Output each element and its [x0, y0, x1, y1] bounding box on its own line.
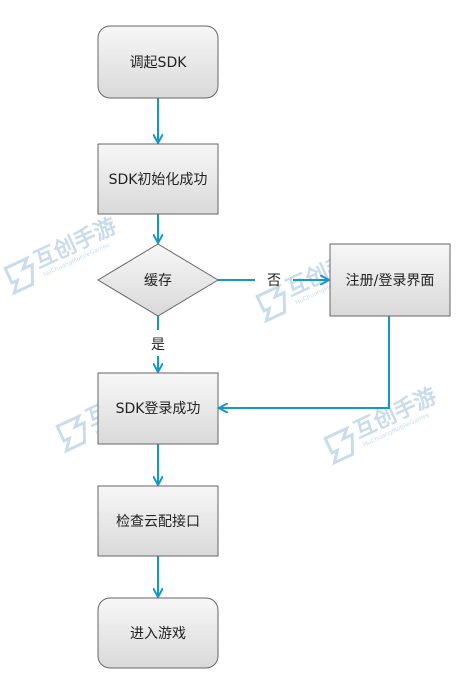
node-check-label: 检查云配接口: [116, 513, 200, 530]
node-start: 调起SDK: [97, 25, 219, 99]
node-register: 注册/登录界面: [329, 243, 451, 317]
node-check: 检查云配接口: [97, 485, 219, 557]
node-enter-label: 进入游戏: [130, 626, 186, 642]
watermark-logo-icon: [55, 413, 87, 454]
node-init: SDK初始化成功: [97, 143, 219, 215]
edge-label-no: 否: [267, 273, 281, 289]
edge-register-to-login: [220, 316, 390, 408]
watermark-bottom-right: 互创手游 HuChuangMobileGames: [323, 383, 441, 466]
node-register-label: 注册/登录界面: [346, 273, 435, 289]
node-cache-decision: 缓存: [97, 243, 219, 317]
node-cache-label: 缓存: [144, 273, 172, 289]
node-login-ok-label: SDK登录成功: [116, 401, 201, 417]
node-login-ok: SDK登录成功: [97, 372, 219, 445]
node-start-label: 调起SDK: [130, 55, 188, 71]
watermark-logo-icon: [323, 425, 355, 466]
node-enter: 进入游戏: [97, 597, 219, 669]
node-init-label: SDK初始化成功: [109, 171, 208, 188]
watermark-logo-icon: [255, 283, 287, 324]
watermark-logo-icon: [3, 255, 35, 296]
edge-label-yes: 是: [151, 337, 165, 353]
